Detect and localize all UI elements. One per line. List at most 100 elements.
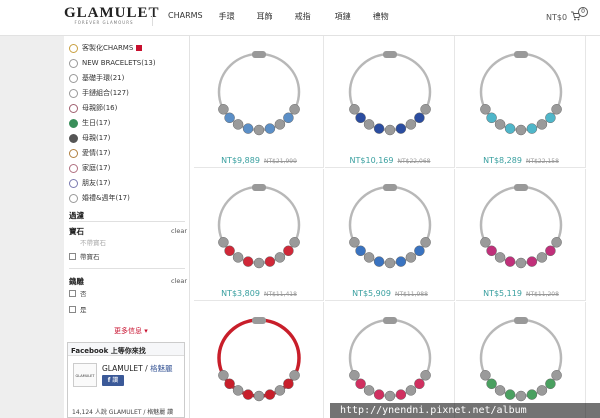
bead-charm xyxy=(232,119,244,130)
bead-charm xyxy=(420,370,431,381)
bracelet-clasp xyxy=(252,51,266,58)
friend-icon xyxy=(69,178,78,188)
nav-item-gifts[interactable]: 禮物 xyxy=(372,12,389,21)
nav-item-charms[interactable]: CHARMS xyxy=(168,11,203,20)
page-name-en: GLAMULET xyxy=(102,364,143,373)
mothers-day-icon xyxy=(69,103,78,113)
bead-charm xyxy=(373,389,385,400)
product-image[interactable] xyxy=(466,40,576,148)
original-price: NT$21,999 xyxy=(263,158,297,165)
checkbox[interactable] xyxy=(69,305,76,313)
bead-charm xyxy=(486,112,497,124)
checkbox[interactable] xyxy=(69,252,76,260)
bead-charm xyxy=(480,370,491,381)
sidebar-item-label: 朋友(17) xyxy=(82,179,111,187)
bead-charm xyxy=(218,237,229,248)
bead-charm xyxy=(494,252,506,263)
product-image[interactable] xyxy=(335,306,445,414)
bead-charm xyxy=(504,256,516,267)
bead-charm xyxy=(253,390,265,402)
product-image[interactable] xyxy=(466,306,576,414)
sidebar-item-label: 母親節(16) xyxy=(82,104,118,112)
cart-count-badge: 0 xyxy=(578,7,588,17)
engrave-option-no[interactable]: 否 xyxy=(69,288,87,298)
bead-charm xyxy=(264,123,276,134)
sidebar-item-birthday[interactable]: 生日(17) xyxy=(69,117,110,129)
bead-charm xyxy=(218,370,229,381)
bead-charm xyxy=(395,256,407,267)
bead-charm xyxy=(536,385,548,396)
bead-charm xyxy=(224,378,235,390)
bead-charm xyxy=(494,119,506,130)
cart-total[interactable]: NT$0 xyxy=(546,13,568,22)
sidebar-item-new-bracelets[interactable]: NEW BRACELETS(13) xyxy=(69,57,156,69)
sidebar-item-bracelet-sets[interactable]: 手鏈組合(127) xyxy=(69,87,129,99)
original-price: NT$11,988 xyxy=(394,291,428,298)
checkbox[interactable] xyxy=(69,289,76,297)
sidebar-item-custom-charms[interactable]: 客製化CHARMS xyxy=(69,42,143,54)
bead-charm xyxy=(504,123,516,134)
bead-charm xyxy=(355,112,366,124)
header-divider xyxy=(152,8,153,26)
product-card[interactable]: NT$4,309 xyxy=(194,302,324,418)
more-info-link[interactable]: 更多信息 ▾ xyxy=(114,326,148,336)
gem-clear-link[interactable]: clear xyxy=(171,227,188,235)
sidebar-item-label: 愛情(17) xyxy=(82,149,111,157)
product-card[interactable] xyxy=(325,302,455,418)
bead-charm xyxy=(349,370,360,381)
bead-charm xyxy=(289,370,300,381)
bracelet-set-icon xyxy=(69,88,78,98)
nav-item-rings[interactable]: 戒指 xyxy=(294,12,311,21)
avatar-logo-text: GLAMULET xyxy=(75,374,95,378)
bead-charm xyxy=(363,252,375,263)
nav-item-bracelets[interactable]: 手環 xyxy=(218,12,235,21)
bead-charm xyxy=(274,252,286,263)
like-label: 讚 xyxy=(112,377,119,384)
facebook-page-avatar[interactable]: GLAMULET xyxy=(73,363,97,387)
product-image[interactable] xyxy=(335,173,445,281)
sidebar-item-label: 手鏈組合(127) xyxy=(82,89,129,97)
sidebar-item-basic-bracelets[interactable]: 基礎手環(21) xyxy=(69,72,124,84)
bead-charm xyxy=(283,378,294,390)
sidebar-item-mothers-day[interactable]: 母親節(16) xyxy=(69,102,117,114)
bead-charm xyxy=(395,389,407,400)
top-bar: GLAMULET FOREVER GLAMOURS CHARMS 手環 耳飾 戒… xyxy=(0,0,600,36)
sidebar-item-family[interactable]: 家庭(17) xyxy=(69,162,110,174)
nav-item-necklaces[interactable]: 項鏈 xyxy=(334,12,351,21)
engrave-clear-link[interactable]: clear xyxy=(171,277,188,285)
bead-charm xyxy=(526,123,538,134)
nav-item-earrings[interactable]: 耳飾 xyxy=(256,12,273,21)
sidebar-item-wedding[interactable]: 婚禮&週年(17) xyxy=(69,192,130,204)
product-image[interactable] xyxy=(204,173,314,281)
basic-bracelet-icon xyxy=(69,73,78,83)
sidebar-item-mother[interactable]: 母親(17) xyxy=(69,132,110,144)
gem-option-with[interactable]: 帶寶石 xyxy=(69,251,100,261)
gem-option-without[interactable]: 不帶寶石 xyxy=(69,237,106,247)
original-price: NT$22,068 xyxy=(397,158,431,165)
bead-charm xyxy=(384,257,396,269)
sidebar-item-friend[interactable]: 朋友(17) xyxy=(69,177,110,189)
original-price: NT$11,418 xyxy=(263,291,297,298)
facebook-page-name[interactable]: GLAMULET / 格魅麗 xyxy=(102,363,173,374)
product-image[interactable] xyxy=(466,173,576,281)
facebook-like-button[interactable]: f 讚 xyxy=(102,375,124,386)
brand-logo[interactable]: GLAMULET FOREVER GLAMOURS xyxy=(64,6,159,26)
logo-tagline: FOREVER GLAMOURS xyxy=(74,20,134,25)
bead-charm xyxy=(384,390,396,402)
product-image[interactable] xyxy=(204,40,314,148)
bracelet-clasp xyxy=(252,184,266,191)
product-card[interactable] xyxy=(456,302,586,418)
engrave-option-yes[interactable]: 是 xyxy=(69,304,87,314)
product-image[interactable] xyxy=(204,306,314,414)
bead-charm xyxy=(289,104,300,115)
product-image[interactable] xyxy=(335,40,445,148)
sidebar-item-love[interactable]: 愛情(17) xyxy=(69,147,110,159)
divider xyxy=(69,268,185,269)
